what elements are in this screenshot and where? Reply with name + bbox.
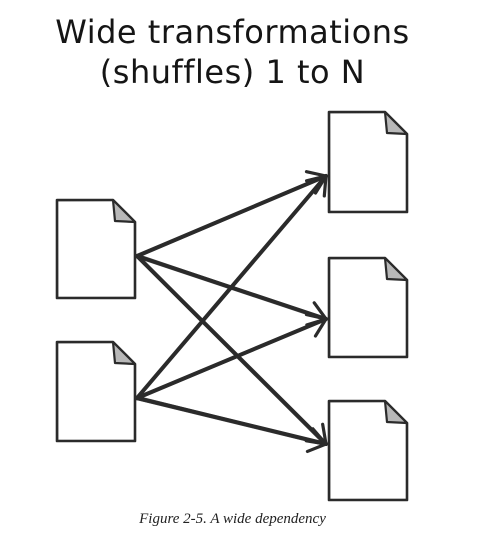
dependency-arrow: [135, 253, 328, 447]
dependency-arrow: [135, 174, 328, 401]
diagram-title-line-2: (shuffles) 1 to N: [99, 53, 366, 91]
partition-documents: [55, 110, 409, 502]
input-partition-2: [55, 340, 137, 443]
diagram-title-line-1: Wide transformations: [55, 13, 410, 51]
output-partition-3: [327, 399, 409, 502]
input-partition-1: [55, 198, 137, 300]
dependency-arrows: [135, 170, 328, 454]
dependency-arrow: [135, 170, 328, 259]
figure-caption: Figure 2-5. A wide dependency: [139, 511, 326, 527]
output-partition-1: [327, 110, 409, 214]
dependency-arrow: [135, 312, 328, 401]
dependency-arrow: [135, 395, 328, 454]
output-partition-2: [327, 256, 409, 359]
